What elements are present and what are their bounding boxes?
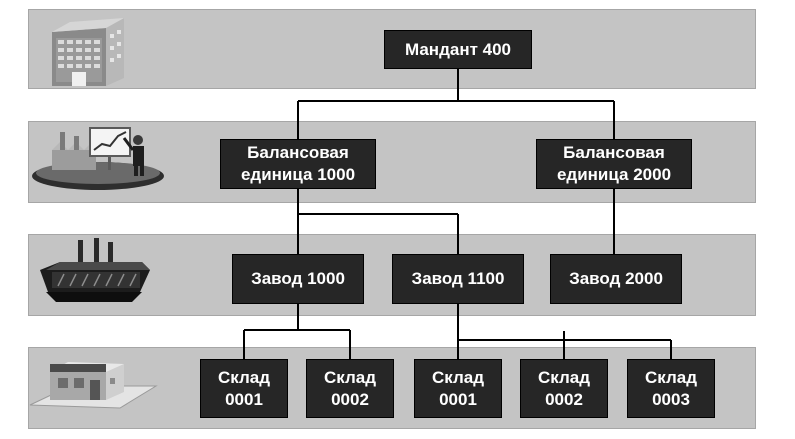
storage-1100-0002-node: Склад 0002 — [520, 359, 608, 418]
storage-1000-0002-label: Склад 0002 — [323, 367, 377, 409]
storage-1100-0001-label: Склад 0001 — [431, 367, 485, 409]
company-code-2000-label: Балансовая единица 2000 — [556, 143, 672, 184]
client-node-label: Мандант 400 — [404, 39, 512, 59]
company-code-2000-node: Балансовая единица 2000 — [536, 139, 692, 189]
company-code-1000-label: Балансовая единица 1000 — [240, 143, 356, 184]
plant-1000-label: Завод 1000 — [251, 269, 345, 288]
storage-1000-0002-node: Склад 0002 — [306, 359, 394, 418]
storage-1000-0001-node: Склад 0001 — [200, 359, 288, 418]
factory-with-manager-icon — [32, 127, 164, 190]
client-node: Мандант 400 — [384, 30, 532, 69]
office-building-icon — [52, 18, 124, 86]
plant-1000-node: Завод 1000 — [232, 254, 364, 304]
plant-2000-node: Завод 2000 — [550, 254, 682, 304]
storage-1100-0002-label: Склад 0002 — [537, 367, 591, 409]
warehouse-icon — [29, 362, 158, 409]
storage-1100-0003-label: Склад 0003 — [644, 367, 698, 409]
company-code-1000-node: Балансовая единица 1000 — [220, 139, 376, 189]
storage-1000-0001-label: Склад 0001 — [217, 367, 271, 409]
plant-2000-label: Завод 2000 — [569, 269, 663, 288]
plant-1100-label: Завод 1100 — [411, 269, 505, 288]
storage-1100-0001-node: Склад 0001 — [414, 359, 502, 418]
plant-1100-node: Завод 1100 — [392, 254, 524, 304]
industrial-plant-icon — [40, 238, 150, 302]
storage-1100-0003-node: Склад 0003 — [627, 359, 715, 418]
